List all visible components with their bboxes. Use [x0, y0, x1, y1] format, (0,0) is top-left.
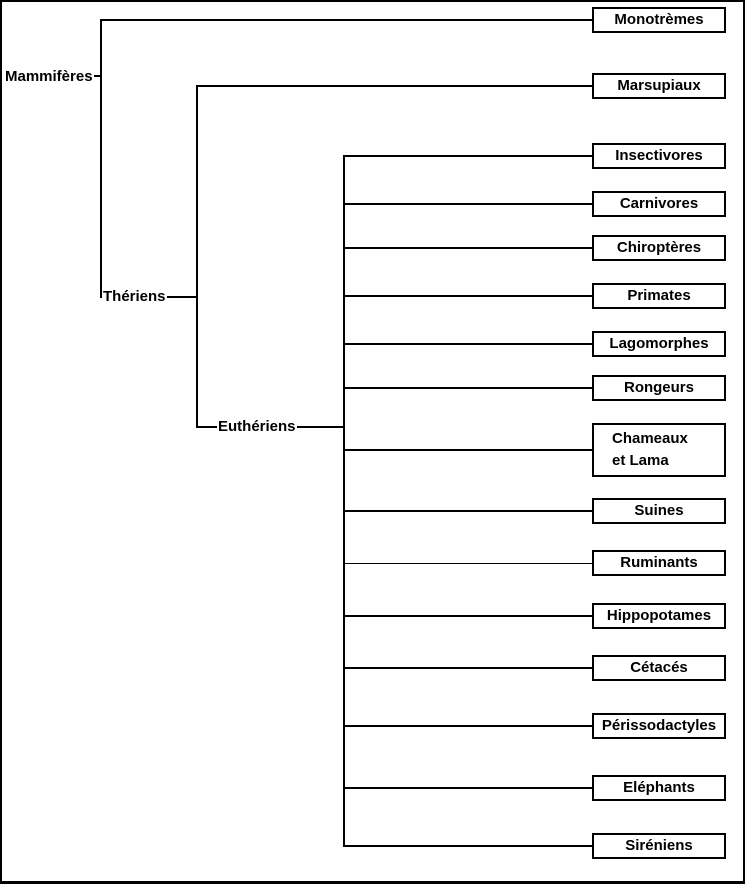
root-label-connector-line — [88, 75, 100, 77]
trunk-line-mammiferes — [100, 19, 102, 298]
leaf-box-label: Insectivores — [615, 147, 703, 164]
internal-node-label-eutheriens: Euthériens — [217, 417, 297, 436]
internal-node-label-theriens: Thériens — [102, 287, 167, 306]
leaf-box-label: Lagomorphes — [609, 335, 709, 352]
leaf-box-label: Marsupiaux — [617, 77, 701, 94]
branch-line-insectivores — [343, 155, 594, 157]
leaf-box-label: Rongeurs — [623, 379, 694, 396]
leaf-box-chiropteres: Chiroptères — [592, 235, 726, 261]
branch-line-suines — [343, 510, 594, 512]
leaf-box-label: Hippopotames — [606, 607, 712, 624]
branch-line-monotremes — [100, 19, 594, 21]
root-node-label-mammiferes: Mammifères — [4, 67, 94, 86]
leaf-box-marsupiaux: Marsupiaux — [592, 73, 726, 99]
leaf-box-cetaces: Cétacés — [592, 655, 726, 681]
leaf-box-label: Monotrèmes — [614, 11, 704, 28]
branch-line-chameaux-et-lama — [343, 449, 594, 451]
leaf-box-label: Siréniens — [625, 837, 693, 854]
leaf-box-label: Ruminants — [620, 554, 698, 571]
branch-line-hippopotames — [343, 615, 594, 617]
leaf-box-sireniens: Siréniens — [592, 833, 726, 859]
leaf-box-primates: Primates — [592, 283, 726, 309]
branch-line-ruminants — [343, 563, 594, 564]
branch-line-sireniens — [343, 845, 594, 847]
leaf-box-label: Carnivores — [619, 195, 699, 212]
leaf-box-rongeurs: Rongeurs — [592, 375, 726, 401]
leaf-box-label: Primates — [627, 287, 691, 304]
leaf-box-label: et Lama — [612, 452, 669, 469]
leaf-box-monotremes: Monotrèmes — [592, 7, 726, 33]
leaf-box-carnivores: Carnivores — [592, 191, 726, 217]
leaf-box-label: Périssodactyles — [601, 717, 717, 734]
branch-line-marsupiaux — [196, 85, 594, 87]
leaf-box-ruminants: Ruminants — [592, 550, 726, 576]
leaf-box-label: Cétacés — [630, 659, 688, 676]
leaf-box-label: Chameaux — [612, 430, 688, 447]
leaf-box-perissodactyles: Périssodactyles — [592, 713, 726, 739]
branch-line-rongeurs — [343, 387, 594, 389]
branch-line-lagomorphes — [343, 343, 594, 345]
leaf-box-chameaux-et-lama: Chameaux et Lama — [592, 423, 726, 477]
leaf-box-hippopotames: Hippopotames — [592, 603, 726, 629]
leaf-box-lagomorphes: Lagomorphes — [592, 331, 726, 357]
branch-line-carnivores — [343, 203, 594, 205]
leaf-box-label: Eléphants — [623, 779, 695, 796]
leaf-box-elephants: Eléphants — [592, 775, 726, 801]
branch-line-cetaces — [343, 667, 594, 669]
branch-line-chiropteres — [343, 247, 594, 249]
branch-line-primates — [343, 295, 594, 297]
branch-line-perissodactyles — [343, 725, 594, 727]
trunk-line-theriens — [196, 85, 198, 428]
leaf-box-label: Suines — [634, 502, 684, 519]
trunk-line-eutheriens — [343, 155, 345, 847]
leaf-box-suines: Suines — [592, 498, 726, 524]
leaf-box-insectivores: Insectivores — [592, 143, 726, 169]
leaf-box-label: Chiroptères — [616, 239, 702, 256]
branch-line-elephants — [343, 787, 594, 789]
